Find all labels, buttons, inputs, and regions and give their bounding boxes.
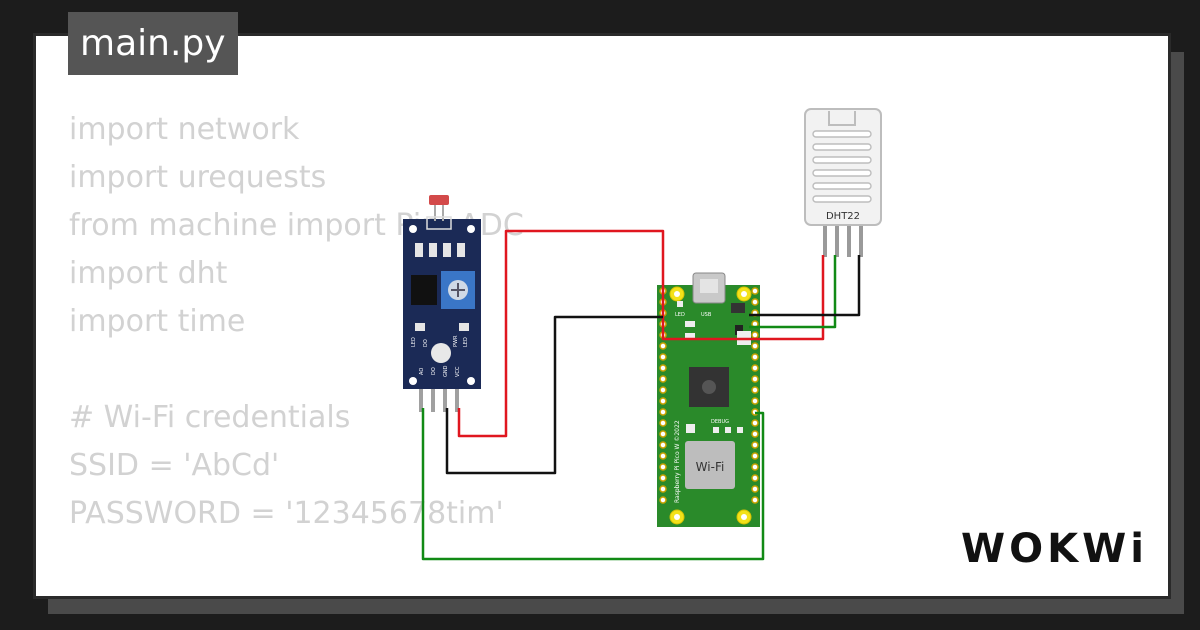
dht22-sensor[interactable]: DHT22 [804, 108, 882, 257]
wires [421, 229, 861, 561]
code-line: PASSWORD = '12345678tim' [69, 496, 504, 531]
wire-green-dht-data [749, 255, 837, 329]
pico-debug-label: DEBUG [711, 419, 729, 425]
code-line: import dht [69, 256, 228, 291]
ldr-side-label: LED [411, 337, 417, 347]
wokwi-logo: WOKWi [961, 526, 1148, 572]
file-tab-main-py[interactable]: main.py [68, 12, 238, 75]
dht22-label: DHT22 [826, 211, 860, 222]
pico-vertical-label: Raspberry Pi Pico W ©2022 [674, 420, 681, 503]
wire-green-ldr-ao [421, 408, 765, 561]
wire-red-ldr-vcc [457, 229, 825, 438]
code-preview: import network import urequests from mac… [69, 106, 524, 596]
code-line: # Wi-Fi credentials [69, 400, 351, 435]
raspberry-pi-pico-w[interactable]: LED USB Raspberry Pi Pico W ©2022 DEBUG … [657, 272, 760, 527]
ldr-sensor-module[interactable]: LED DO PWR LED AO DO GND VCC [403, 195, 481, 412]
project-preview-card[interactable]: import network import urequests from mac… [33, 33, 1171, 599]
ldr-side-label: LED [463, 337, 469, 347]
code-line: # ThingSpeak settings [69, 586, 524, 596]
wire-black-dht-gnd [749, 255, 861, 317]
pico-wifi-label: Wi-Fi [696, 460, 725, 474]
code-line: import network [69, 112, 300, 147]
code-line: SSID = 'AbCd' [69, 448, 280, 483]
wire-black-ldr-gnd [445, 315, 663, 475]
pico-led-label: LED [675, 312, 685, 318]
ldr-side-label: PWR [453, 335, 459, 347]
ldr-pin-label: GND [443, 365, 449, 377]
code-line: import urequests [69, 160, 327, 195]
code-line: import time [69, 304, 246, 339]
circuit-diagram: DHT22 LED [403, 108, 882, 561]
ldr-pin-label: VCC [455, 366, 461, 377]
ldr-side-label: DO [423, 339, 429, 347]
ldr-pin-label: AO [419, 368, 425, 375]
ldr-pin-label: DO [431, 367, 437, 375]
pico-usb-label: USB [701, 312, 712, 318]
